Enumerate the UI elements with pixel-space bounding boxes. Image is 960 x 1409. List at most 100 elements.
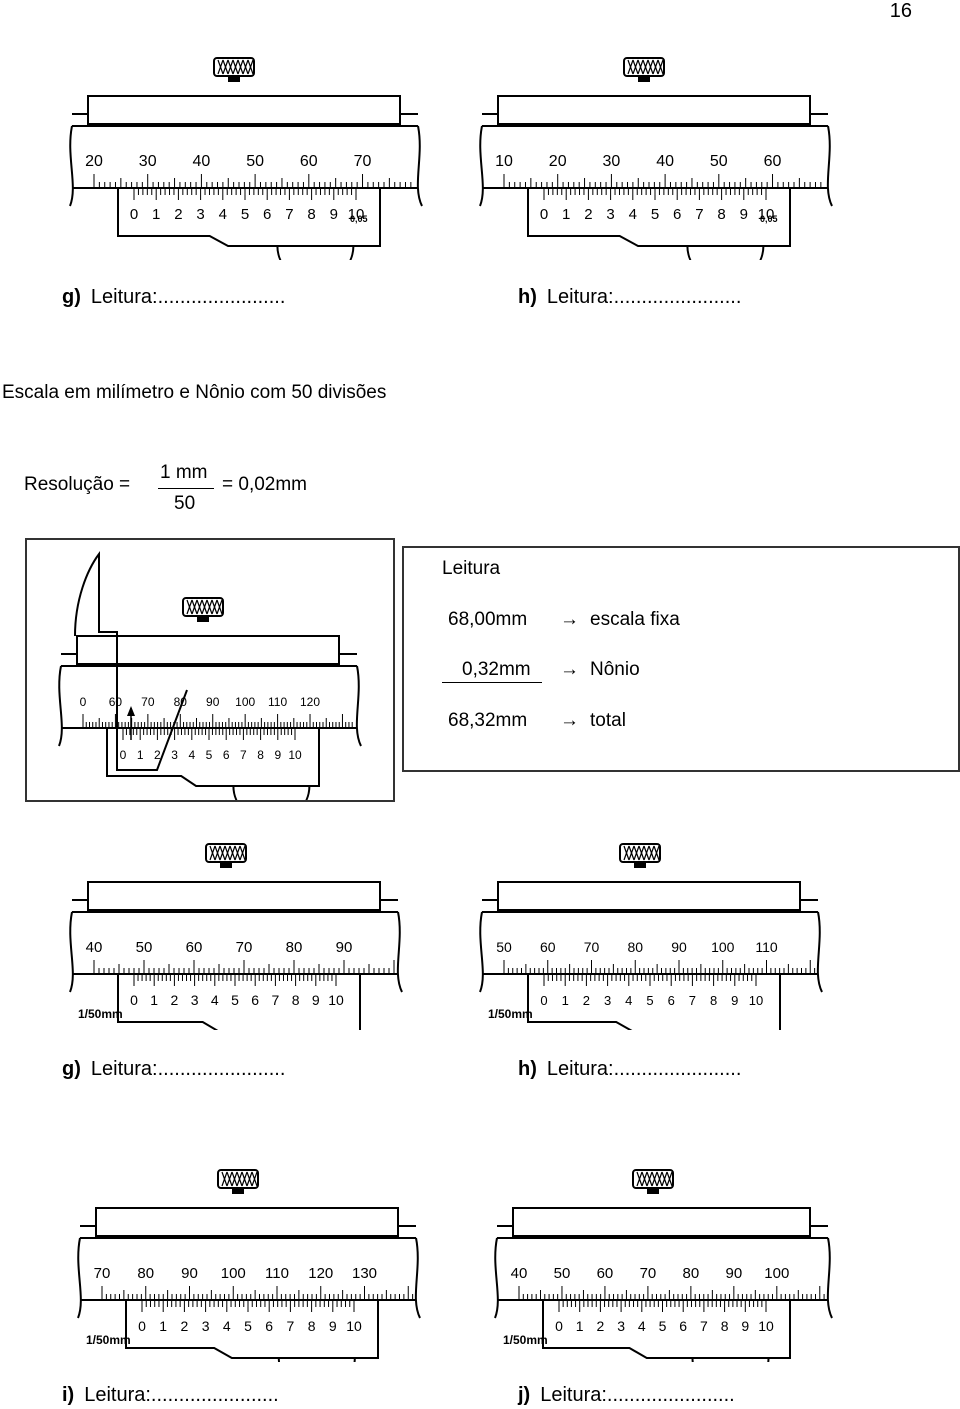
main-scale-label: 60 [540,939,556,955]
main-scale-label: 100 [235,695,255,709]
arrow-icon: → [560,659,579,680]
vernier-scale-label: 10 [288,748,302,762]
vernier-scale-label: 0 [540,993,547,1008]
vernier-scale-label: 1 [159,1318,167,1334]
exercise-reading-blank: Leitura:....................... [546,286,742,308]
resolution-mark: 0,05 [760,214,778,224]
vernier-scale-label: 1 [562,993,569,1008]
main-scale-label: 110 [755,939,778,955]
vernier-scale-label: 4 [223,1318,231,1334]
main-scale-label: 60 [300,153,318,170]
resolution-label: Resolução = [24,474,131,495]
vernier-scale-label: 8 [292,992,300,1008]
exercise-reading-blank: Leitura:....................... [540,1384,735,1406]
section-heading: Escala em milímetro e Nônio com 50 divis… [2,382,387,403]
exercise-reading-blank: Leitura:....................... [90,1058,286,1080]
depth-bar [95,1207,399,1237]
main-scale-label: 70 [94,1265,111,1282]
resolution-numerator: 1 mm [160,462,208,483]
arrow-icon: → [560,710,579,731]
reading-value-fixed: 68,00mm [448,609,528,630]
main-scale-label: 50 [554,1265,571,1282]
fraction-bar [158,488,214,489]
vernier-scale-label: 5 [651,206,659,223]
vernier-scale-label: 4 [188,748,195,762]
main-scale-label: 50 [710,153,728,170]
vernier-scale-label: 0 [540,206,548,223]
vernier-scale-label: 9 [274,748,281,762]
vernier-scale-label: 3 [171,748,178,762]
vernier-scale-label: 7 [287,1318,295,1334]
vernier-scale-label: 10 [348,206,365,223]
main-scale-label: 60 [186,939,203,956]
vernier-scale-label: 5 [659,1318,667,1334]
main-scale-label: 10 [495,153,513,170]
vernier-scale-label: 1 [576,1318,584,1334]
main-scale-label: 40 [86,939,103,956]
main-scale-label: 60 [109,695,123,709]
exercise-g-top: g)Leitura:....................... [62,286,285,309]
depth-gauge-icon [232,785,311,823]
vernier-scale-label: 3 [617,1318,625,1334]
depth-gauge-icon [686,245,765,260]
main-scale-label: 30 [603,153,621,170]
vernier-scale-label: 3 [196,206,204,223]
exercise-reading-blank: Leitura:....................... [546,1058,742,1080]
thumb-screw-icon [182,597,224,622]
thumb-screw-icon [205,843,247,868]
vernier-scale-label: 3 [606,206,614,223]
vernier-scale-label: 7 [272,992,280,1008]
vernier-scale-label: 7 [285,206,293,223]
vernier-scale-label: 2 [181,1318,189,1334]
vernier-scale-label: 8 [721,1318,729,1334]
exercise-letter: i) [62,1384,75,1406]
vernier-scale-label: 7 [240,748,247,762]
exercise-letter: j) [518,1384,531,1406]
vernier-scale-label: 6 [673,206,681,223]
vernier-scale-label: 4 [219,206,227,223]
reading-desc-vernier: Nônio [590,659,640,680]
vernier-scale-label: 6 [223,748,230,762]
reading-title: Leitura [442,558,501,579]
vernier-scale-label: 4 [638,1318,646,1334]
resolution-result: = 0,02mm [222,474,308,495]
vernier-scale-label: 5 [244,1318,252,1334]
vernier-scale-label: 3 [202,1318,210,1334]
depth-bar [87,881,381,911]
reading-value-vernier: 0,32mm [462,659,531,680]
vernier-scale-label: 3 [604,993,611,1008]
resolution-mark: 1/50mm [503,1333,548,1347]
vernier-scale-label: 10 [749,993,763,1008]
vernier-scale-label: 6 [251,992,259,1008]
vernier-scale-label: 8 [710,993,717,1008]
arrow-icon: → [560,609,579,630]
main-scale-label: 70 [141,695,155,709]
main-scale-label: 60 [764,153,782,170]
vernier-scale-label: 0 [138,1318,146,1334]
exercise-letter: h) [518,1058,537,1080]
vernier-scale-label: 2 [154,748,161,762]
vernier-scale-label: 4 [211,992,219,1008]
depth-bar [512,1207,811,1237]
vernier-scale-label: 0 [130,992,138,1008]
vernier-scale-label: 2 [584,206,592,223]
vernier-scale-label: 8 [257,748,264,762]
vernier-scale-label: 9 [312,992,320,1008]
main-scale-label: 70 [640,1265,657,1282]
main-scale-label: 90 [726,1265,743,1282]
vernier-scale-label: 7 [689,993,696,1008]
vernier-scale-label: 9 [741,1318,749,1334]
main-scale-label: 90 [671,939,687,955]
vernier-scale-label: 6 [265,1318,273,1334]
vernier-scale-label: 8 [307,206,315,223]
vernier-scale-label: 9 [330,206,338,223]
vernier-scale-label: 9 [740,206,748,223]
